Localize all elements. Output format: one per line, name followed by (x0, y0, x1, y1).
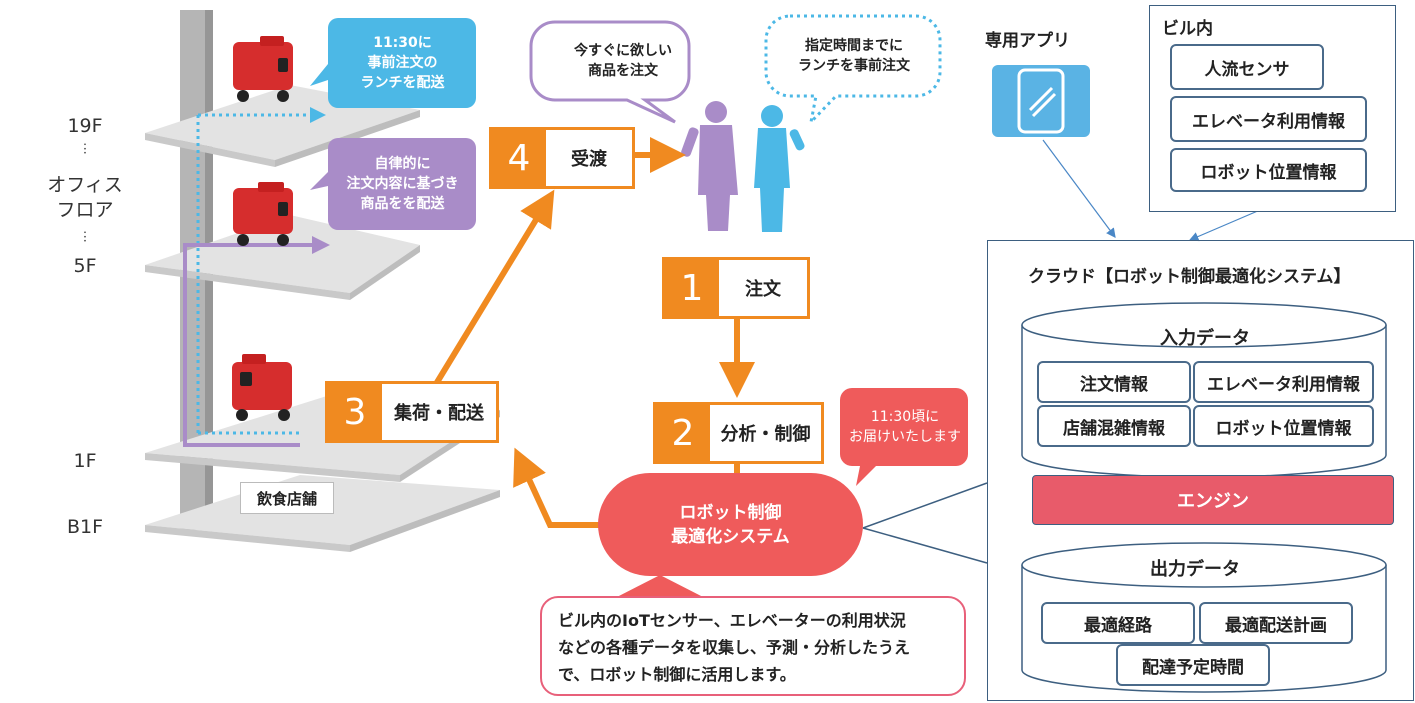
building-item-people-flow: 人流センサ (1170, 44, 1324, 90)
bubble-order-now: 今すぐに欲しい 商品を注文 (574, 43, 672, 79)
restaurant-label: 飲食店舗 (240, 482, 334, 514)
step-1-order: 1 注文 (662, 257, 810, 319)
output-item-eta: 配達予定時間 (1116, 644, 1270, 686)
woman-figure (754, 105, 805, 232)
cloud-title: クラウド【ロボット制御最適化システム】 (1028, 267, 1351, 287)
step-label: 受渡 (571, 149, 607, 170)
floor-label-office: オフィス フロア (47, 174, 123, 221)
step-label: 分析・制御 (720, 424, 811, 445)
step-number: 1 (665, 260, 719, 316)
output-item-plan: 最適配送計画 (1199, 602, 1353, 644)
robot-19f (233, 36, 293, 102)
floor-dots-lower: ︙ (78, 230, 91, 244)
input-item-elevator: エレベータ利用情報 (1193, 361, 1374, 403)
bubble-lunch-19f: 11:30に 事前注文の ランチを配送 (360, 35, 445, 91)
bubble-delivery-time: 11:30頃に お届けいたします (849, 409, 961, 445)
step-label: 集荷・配送 (394, 403, 484, 424)
man-figure (681, 101, 738, 231)
input-item-order: 注文情報 (1037, 361, 1191, 403)
bubble-advance-order: 指定時間までに ランチを事前注文 (798, 38, 910, 74)
step-number: 3 (328, 384, 382, 440)
floor-label-b1f: B1F (66, 516, 104, 538)
output-item-route: 最適経路 (1041, 602, 1195, 644)
step-number: 4 (492, 130, 546, 186)
floor-label-19f: 19F (67, 115, 103, 137)
step-label: 注文 (745, 279, 781, 300)
building-title: ビル内 (1162, 19, 1213, 39)
building-item-elevator: エレベータ利用情報 (1170, 96, 1367, 142)
floor-label-5f: 5F (73, 255, 97, 277)
explanation-box: ビル内のIoTセンサー、エレベーターの利用状況 などの各種データを収集し、予測・… (540, 596, 966, 696)
cloud-panel (987, 240, 1414, 701)
smartphone-app-icon (992, 65, 1090, 137)
step-2-analysis: 2 分析・制御 (653, 402, 824, 464)
building-item-robot-position: ロボット位置情報 (1170, 148, 1367, 192)
robot-1f (232, 354, 292, 421)
step-4-handover: 4 受渡 (489, 127, 635, 189)
floor-5f (145, 215, 420, 300)
input-data-title: 入力データ (1160, 328, 1250, 349)
robot-5f (233, 182, 293, 246)
step-3-pickup-delivery: 3 集荷・配送 (325, 381, 499, 443)
engine-box: エンジン (1032, 475, 1394, 525)
app-label: 専用アプリ (985, 31, 1070, 51)
input-item-robot-position: ロボット位置情報 (1193, 405, 1374, 447)
step-number: 2 (656, 405, 710, 461)
bubble-auto-5f: 自律的に 注文内容に基づき 商品をを配送 (346, 156, 459, 212)
output-data-title: 出力データ (1150, 559, 1240, 580)
core-system-label: ロボット制御 最適化システム (671, 502, 790, 547)
floor-dots-upper: ︙ (78, 142, 91, 156)
floor-label-1f: 1F (73, 450, 97, 472)
input-item-store-congestion: 店舗混雑情報 (1037, 405, 1191, 447)
